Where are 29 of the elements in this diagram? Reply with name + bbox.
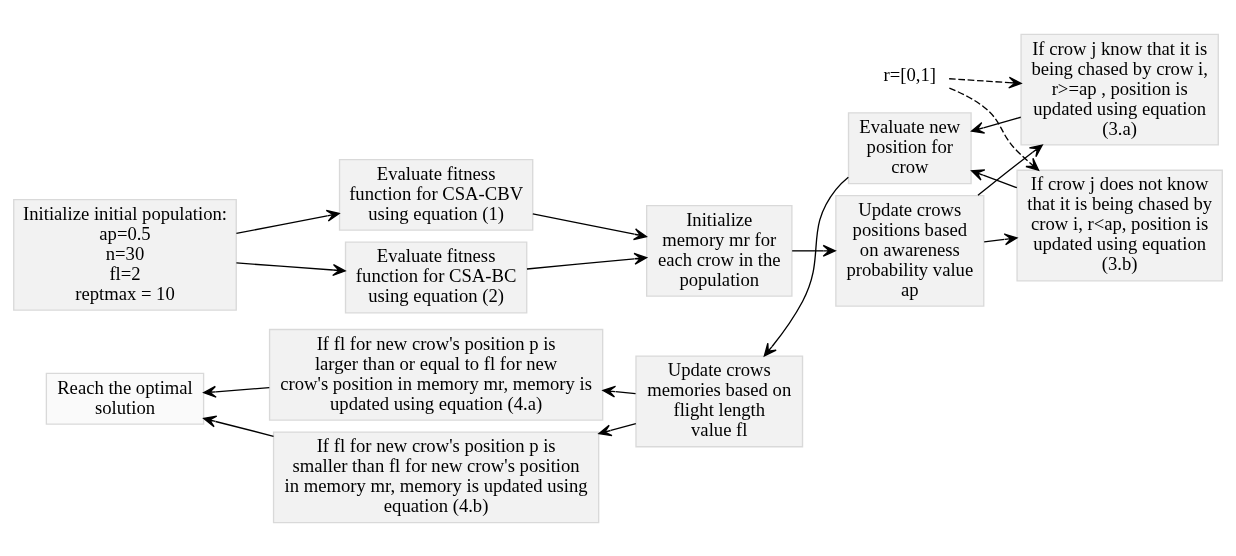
arrow	[235, 209, 340, 234]
node-box: Evaluate fitness function for CSA-CBV using equation (1)	[338, 158, 534, 231]
arrow	[598, 422, 637, 436]
arrow	[948, 86, 1040, 171]
arrow	[970, 168, 1018, 188]
arrow	[235, 261, 346, 276]
node-box: If fl for new crow's position p is larger than or equal to fl for new crow's position in memory mr, memory is updated using equation (4.a)	[268, 328, 604, 421]
node-box: If crow j does not know that it is being chased by crow i, r<ap, position is updated using equation (3.b)	[1016, 169, 1223, 281]
node-box: If fl for new crow's position p is smaller than fl for new crow's position in memory mr, memory is updated using equation (4.b)	[272, 430, 600, 523]
arrow	[203, 415, 275, 437]
arrow	[602, 385, 637, 398]
node-text: r=[0,1]	[883, 63, 937, 85]
node-box: Reach the optimal solution	[45, 372, 205, 425]
node-box: Initialize memory mr for each crow in the population	[646, 204, 793, 297]
node-box: Update crows memories based on flight length value fl	[635, 354, 804, 447]
arrow	[791, 244, 836, 257]
arrow	[532, 212, 647, 240]
node-box: Initialize initial population: ap=0.5 n=30 fl=2 reptmax = 10	[13, 198, 237, 311]
node-box: Update crows positions based on awareness probability value ap	[835, 194, 985, 307]
arrow	[983, 232, 1018, 245]
arrow	[948, 76, 1022, 89]
node-box: Evaluate new position for crow	[847, 111, 972, 184]
arrow	[977, 143, 1043, 196]
node-box: Evaluate fitness function for CSA-BC using equation (2)	[344, 241, 528, 313]
arrow	[970, 116, 1022, 134]
arrow	[526, 252, 648, 270]
arrow	[203, 385, 270, 398]
node-box: If crow j know that it is being chased by crow i, r>=ap , position is updated using equation (3.a)	[1020, 33, 1219, 146]
arrow	[763, 176, 849, 357]
